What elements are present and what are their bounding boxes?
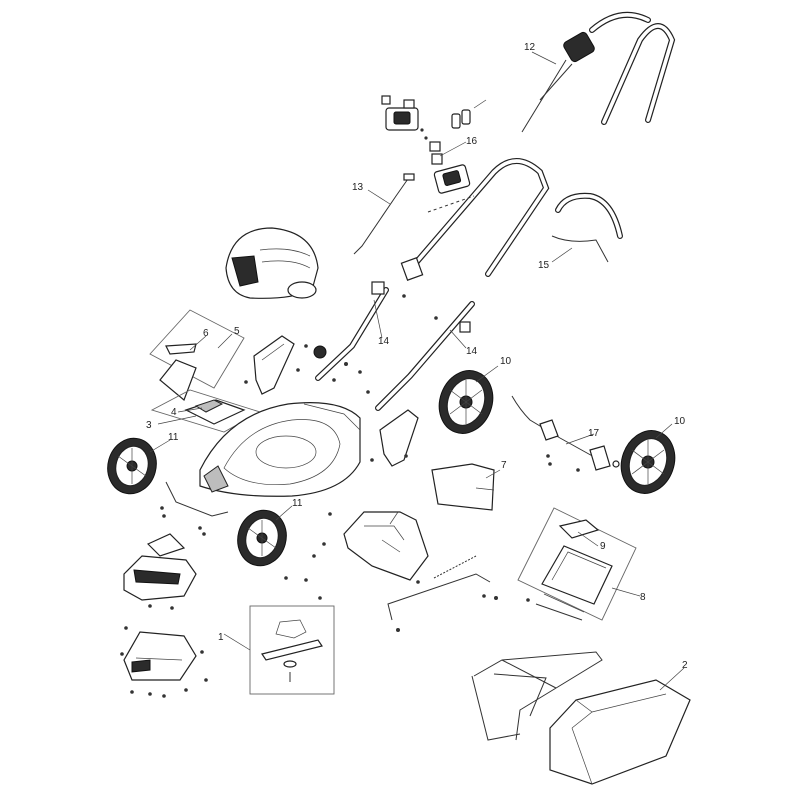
grass-bag-frame <box>471 651 603 741</box>
callout-4: 4 <box>171 407 177 418</box>
front-axle <box>160 481 229 536</box>
callout-box-8-9 <box>517 507 637 621</box>
rear-flap <box>431 463 495 511</box>
rear-wheel-left <box>438 370 494 434</box>
switch-assembly <box>381 95 487 194</box>
callout-15: 15 <box>538 260 550 271</box>
leader-lines <box>149 51 685 691</box>
grass-bag <box>549 679 691 785</box>
wheel-spacers <box>313 345 362 382</box>
mower-deck <box>199 402 361 497</box>
callout-14-right: 14 <box>466 346 478 357</box>
lower-handle-right <box>375 301 475 411</box>
handle-grip-with-cord <box>551 192 623 263</box>
callout-box-5-6 <box>149 309 245 402</box>
callout-2: 2 <box>682 660 688 671</box>
height-adjuster-right <box>370 409 419 467</box>
motor-base-plate <box>120 626 208 698</box>
callout-box-3-4 <box>150 389 262 433</box>
rear-wheel-right <box>612 430 676 494</box>
front-guard <box>123 533 197 610</box>
callout-7: 7 <box>501 460 507 471</box>
rear-rod-with-spring <box>387 555 498 632</box>
callout-8: 8 <box>640 592 646 603</box>
callout-17: 17 <box>588 428 600 439</box>
upper-handle-with-switch <box>521 11 676 133</box>
front-wheel-right <box>237 509 287 567</box>
callout-14-left: 14 <box>378 336 390 347</box>
lower-handle-left <box>315 281 406 381</box>
rear-axle <box>511 395 611 472</box>
middle-handle <box>400 158 550 281</box>
discharge-chute <box>343 511 429 581</box>
callout-16: 16 <box>466 136 478 147</box>
callout-5: 5 <box>234 326 240 337</box>
callout-9: 9 <box>600 541 606 552</box>
front-wheel-left <box>107 437 157 495</box>
loose-fasteners <box>284 390 486 600</box>
callout-3: 3 <box>146 420 152 431</box>
callout-11-right: 11 <box>292 498 303 509</box>
bowden-cable <box>353 173 415 255</box>
callout-6: 6 <box>203 328 209 339</box>
callout-labels: 1 2 3 4 5 6 7 8 9 10 10 11 11 12 13 14 1… <box>146 42 688 671</box>
callout-10-right: 10 <box>674 416 686 427</box>
callout-1: 1 <box>218 632 224 643</box>
callout-13: 13 <box>352 182 364 193</box>
battery-pack <box>225 227 319 299</box>
callout-11-left: 11 <box>168 432 179 443</box>
callout-10-top: 10 <box>500 356 512 367</box>
callout-box-1-blade <box>249 605 335 695</box>
callout-12: 12 <box>524 42 536 53</box>
height-adjuster-left <box>244 335 308 395</box>
